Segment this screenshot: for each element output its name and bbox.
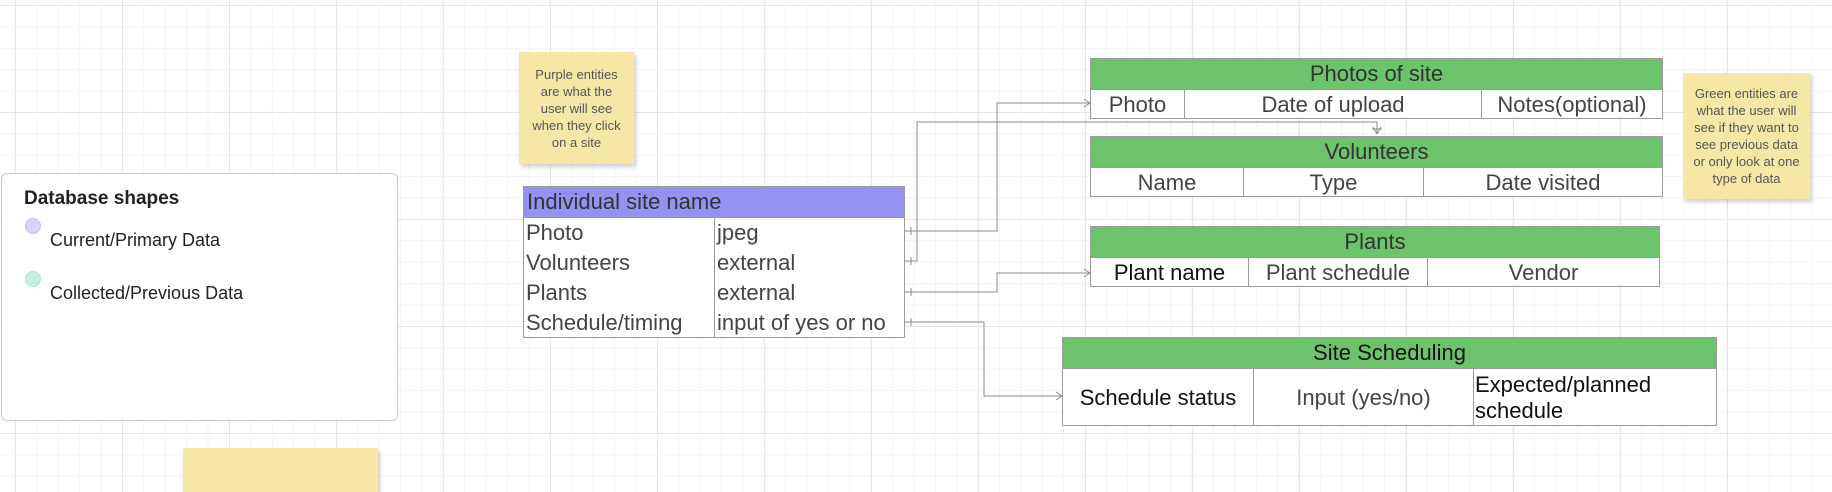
primary-data-swatch <box>25 218 41 234</box>
scheduling-title: Site Scheduling <box>1063 338 1716 369</box>
scheduling-col-status: Schedule status <box>1063 369 1254 426</box>
volunteers-entity[interactable]: Volunteers Name Type Date visited <box>1090 136 1663 197</box>
connector-schedule <box>905 321 1062 397</box>
photos-of-site-entity[interactable]: Photos of site Photo Date of upload Note… <box>1090 58 1663 119</box>
volunteers-title: Volunteers <box>1091 137 1662 168</box>
connector-photo <box>905 102 1090 232</box>
site-row-schedule[interactable]: Schedule/timing input of yes or no <box>524 308 904 338</box>
site-row-photo[interactable]: Photo jpeg <box>524 218 904 248</box>
photos-col-notes: Notes(optional) <box>1497 91 1647 117</box>
volunteers-col-date: Date visited <box>1485 169 1601 195</box>
site-field: Photo <box>524 218 715 248</box>
site-type: external <box>717 280 796 305</box>
plants-title: Plants <box>1091 227 1659 258</box>
purple-entities-note[interactable]: Purple entities are what the user will s… <box>519 52 634 164</box>
legend-panel[interactable]: Database shapes Current/Primary Data Col… <box>1 173 398 421</box>
plants-col-vendor: Vendor <box>1508 259 1579 285</box>
legend-label-primary: Current/Primary Data <box>50 230 221 250</box>
legend-label-previous: Collected/Previous Data <box>50 283 244 303</box>
plants-col-name: Plant name <box>1091 258 1249 287</box>
plants-entity[interactable]: Plants Plant name Plant schedule Vendor <box>1090 226 1660 287</box>
connector-volunteers <box>905 121 1378 262</box>
legend-title: Database shapes <box>24 188 180 209</box>
green-entities-note[interactable]: Green entities are what the user will se… <box>1683 73 1810 199</box>
volunteers-col-name: Name <box>1091 168 1244 197</box>
plants-col-schedule: Plant schedule <box>1249 258 1428 287</box>
scheduling-col-input: Input (yes/no) <box>1254 369 1474 426</box>
scheduling-col-expected: Expected/planned schedule <box>1475 371 1652 423</box>
site-field: Plants <box>524 278 715 308</box>
site-type: jpeg <box>717 220 759 245</box>
photos-col-photo: Photo <box>1091 90 1185 119</box>
connector-plants <box>905 272 1090 293</box>
site-type: input of yes or no <box>717 310 886 335</box>
site-row-plants[interactable]: Plants external <box>524 278 904 308</box>
photos-title: Photos of site <box>1091 59 1662 90</box>
blank-note[interactable] <box>183 448 378 492</box>
photos-col-date: Date of upload <box>1185 90 1482 119</box>
individual-site-entity[interactable]: Individual site name Photo jpeg Voluntee… <box>523 186 905 338</box>
previous-data-swatch <box>25 271 41 287</box>
site-field: Schedule/timing <box>524 308 715 338</box>
site-row-volunteers[interactable]: Volunteers external <box>524 248 904 278</box>
site-type: external <box>717 250 796 275</box>
individual-site-title: Individual site name <box>524 187 904 218</box>
site-field: Volunteers <box>524 248 715 278</box>
site-scheduling-entity[interactable]: Site Scheduling Schedule status Input (y… <box>1062 337 1717 426</box>
volunteers-col-type: Type <box>1244 168 1424 197</box>
